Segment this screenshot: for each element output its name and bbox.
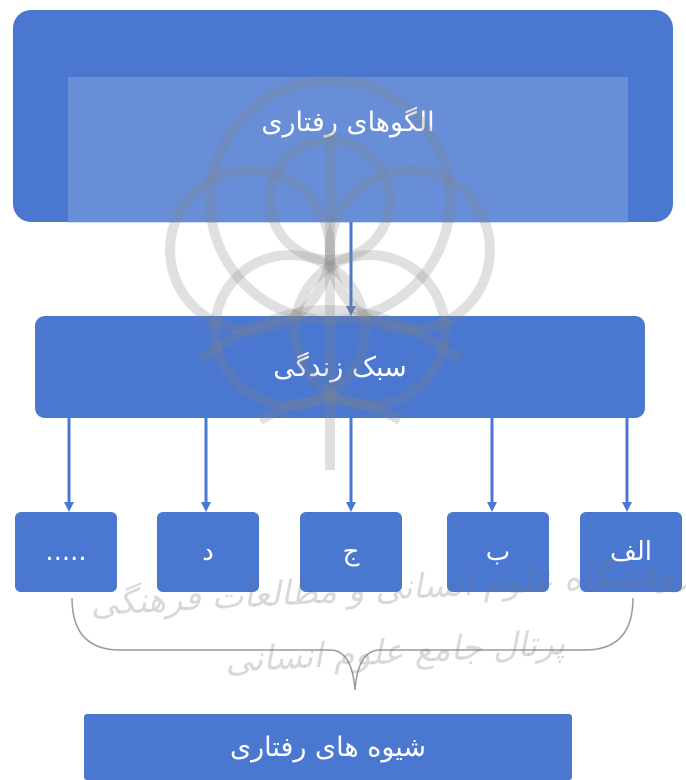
- branch-label-be: ب: [485, 537, 511, 567]
- behavior-patterns-label: الگوهای رفتاری: [261, 107, 435, 138]
- behavioral-methods-label: شیوه های رفتاری: [229, 731, 427, 763]
- branch-box-jim: ج: [300, 512, 402, 592]
- branch-label-alef: الف: [609, 537, 653, 567]
- grouping-brace: [71, 597, 634, 691]
- branch-box-dal: د: [157, 512, 259, 592]
- branch-box-alef: الف: [580, 512, 682, 592]
- behavior-patterns-box: الگوهای رفتاری: [13, 10, 673, 223]
- branch-box-ellipsis: .....: [15, 512, 117, 592]
- branch-label-ellipsis: .....: [45, 537, 87, 567]
- behavioral-methods-box: شیوه های رفتاری: [84, 714, 572, 780]
- branch-label-jim: ج: [342, 537, 360, 567]
- lifestyle-label: سبک زندگی: [273, 351, 407, 383]
- branch-box-be: ب: [447, 512, 549, 592]
- behavior-patterns-inner-panel: الگوهای رفتاری: [68, 77, 628, 223]
- lifestyle-box: سبک زندگی: [35, 316, 645, 418]
- branch-label-dal: د: [202, 537, 214, 567]
